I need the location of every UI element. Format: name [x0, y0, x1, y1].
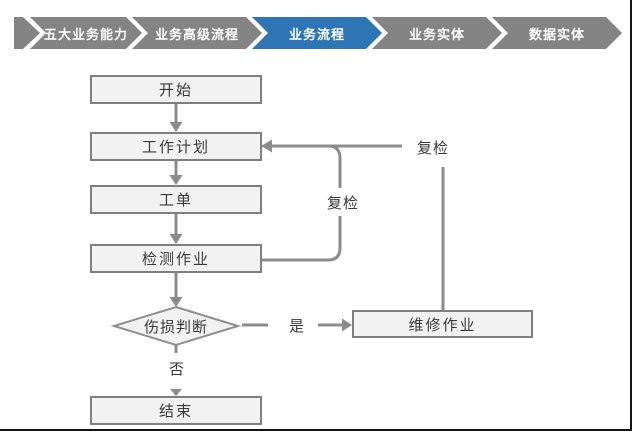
- arrowhead-down-small-icon: [170, 389, 182, 396]
- node-inspection-job: 检测作业: [90, 244, 262, 273]
- arrowhead-down-icon: [169, 175, 183, 185]
- node-damage-judgment-shape: [110, 305, 242, 347]
- nav-tab-five-capabilities[interactable]: 五大业务能力: [30, 17, 142, 49]
- node-start: 开始: [90, 75, 262, 104]
- node-label: 工作计划: [141, 139, 210, 156]
- nav-tab-label: 数据实体: [528, 26, 585, 42]
- edge-label-no: 否: [163, 357, 191, 379]
- page-edge-bottom: [0, 429, 632, 431]
- arrowhead-right-icon: [342, 318, 352, 332]
- node-work-order: 工单: [90, 185, 262, 214]
- node-label: 结束: [158, 403, 193, 420]
- page-edge-right: [630, 0, 632, 431]
- nav-tab-data-entity[interactable]: 数据实体: [492, 17, 622, 49]
- arrowhead-down-icon: [169, 234, 183, 244]
- arrowhead-down-icon: [169, 297, 183, 307]
- edge-recheck-inner-upper: [327, 144, 342, 188]
- node-label: 维修作业: [408, 316, 477, 334]
- nav-tab-business-entity[interactable]: 业务实体: [372, 17, 502, 49]
- node-label: 开始: [158, 82, 193, 99]
- edge-label-recheck-outer: 复检: [410, 136, 456, 158]
- nav-tab-label: 业务高级流程: [154, 26, 239, 42]
- nav-tab-label: 业务实体: [408, 26, 465, 42]
- edge-label-yes: 是: [283, 314, 311, 336]
- node-work-plan: 工作计划: [90, 132, 262, 161]
- node-damage-judgment-label: 伤损判断: [143, 318, 208, 336]
- nav-tab-label: 五大业务能力: [43, 26, 128, 42]
- node-end: 结束: [90, 396, 262, 425]
- node-label: 工单: [158, 192, 193, 209]
- arrowhead-left-icon: [261, 139, 272, 153]
- nav-tab-business-process-active[interactable]: 业务流程: [252, 17, 382, 49]
- edge-recheck-inner-lower: [261, 216, 342, 262]
- edge-label-recheck-inner: 复检: [320, 191, 366, 213]
- nav-tab-high-level-process[interactable]: 业务高级流程: [132, 17, 262, 49]
- arrowhead-down-icon: [169, 122, 183, 132]
- nav-tab-label: 业务流程: [288, 26, 345, 42]
- node-label: 检测作业: [141, 251, 210, 268]
- node-repair-job: 维修作业: [352, 310, 533, 338]
